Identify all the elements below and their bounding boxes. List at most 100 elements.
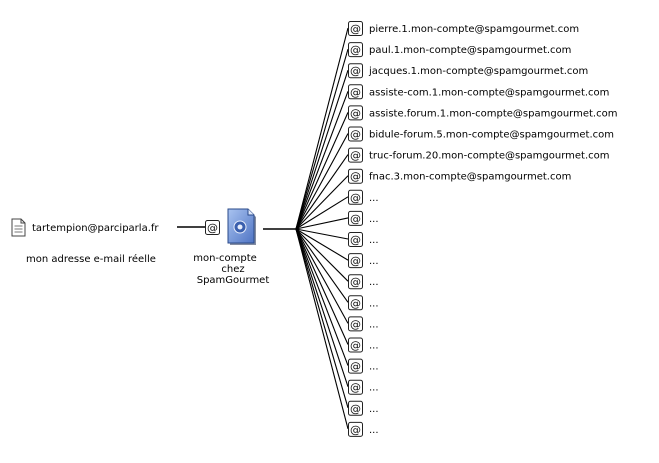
alias-address: pierre.1.mon-compte@spamgourmet.com: [369, 24, 579, 35]
svg-text:@: @: [350, 44, 361, 57]
account-caption-line-3: SpamGourmet: [197, 275, 270, 286]
svg-text:@: @: [350, 297, 361, 310]
alias-row: @ bidule-forum.5.mon-compte@spamgourmet.c…: [348, 126, 614, 142]
svg-text:@: @: [350, 402, 361, 415]
alias-row: @...: [348, 316, 379, 332]
at-sign-icon: @: [348, 316, 363, 332]
alias-row: @ assiste.forum.1.mon-compte@spamgourmet.…: [348, 105, 617, 121]
alias-list: @ pierre.1.mon-compte@spamgourmet.com @ pau…: [348, 21, 617, 437]
svg-text:@: @: [350, 128, 361, 141]
fan-line: [295, 228, 349, 430]
document-icon: [11, 218, 26, 237]
svg-text:@: @: [350, 191, 361, 204]
at-sign-icon: @: [348, 189, 363, 205]
fan-line: [295, 70, 349, 230]
svg-text:@: @: [350, 170, 361, 183]
alias-address: ...: [369, 277, 379, 288]
fan-line: [295, 228, 349, 408]
at-sign-icon: @: [348, 295, 363, 311]
at-sign-icon: @: [348, 21, 363, 36]
alias-row: @ fnac.3.mon-compte@spamgourmet.com: [348, 168, 571, 184]
alias-row: @ pierre.1.mon-compte@spamgourmet.com: [348, 21, 579, 36]
account-document-icon: [227, 208, 256, 245]
alias-address: ...: [369, 383, 379, 394]
fan-line: [295, 228, 349, 387]
real-email-address: tartempion@parciparla.fr: [32, 223, 159, 234]
fan-line: [295, 196, 349, 230]
alias-address: ...: [369, 362, 379, 373]
at-sign-icon: @: [348, 253, 363, 269]
at-sign-icon: @: [348, 42, 363, 58]
fan-line: [295, 133, 349, 230]
fan-line: [295, 228, 349, 261]
fan-line: [295, 48, 349, 230]
alias-address: bidule-forum.5.mon-compte@spamgourmet.co…: [369, 130, 614, 141]
real-address-node: tartempion@parciparla.fr mon adresse e-m…: [11, 218, 159, 265]
svg-text:@: @: [350, 276, 361, 289]
at-sign-icon: @: [348, 210, 363, 226]
at-sign-icon: @: [348, 337, 363, 353]
svg-text:@: @: [350, 65, 361, 78]
at-sign-icon: @: [205, 220, 220, 235]
alias-address: ...: [369, 256, 379, 267]
real-address-caption: mon adresse e-mail réelle: [26, 253, 156, 265]
fan-line: [295, 154, 349, 230]
alias-address: fnac.3.mon-compte@spamgourmet.com: [369, 172, 571, 183]
fan-line: [295, 228, 349, 282]
fan-line: [295, 91, 349, 230]
fan-line: [295, 27, 349, 230]
at-sign-icon: @: [348, 421, 363, 437]
svg-text:@: @: [350, 107, 361, 120]
alias-row: @ paul.1.mon-compte@spamgourmet.com: [348, 42, 571, 58]
fan-line: [295, 228, 349, 303]
at-sign-icon: @: [348, 400, 363, 416]
alias-row: @...: [348, 253, 379, 269]
fan-line: [295, 228, 349, 345]
alias-address: jacques.1.mon-compte@spamgourmet.com: [368, 66, 588, 77]
at-sign-icon: @: [348, 168, 363, 184]
at-sign-icon: @: [348, 358, 363, 374]
alias-row: @ jacques.1.mon-compte@spamgourmet.com: [348, 63, 588, 79]
fan-line: [295, 217, 349, 230]
svg-text:@: @: [350, 212, 361, 225]
at-sign-icon: @: [348, 274, 363, 290]
alias-address: ...: [369, 235, 379, 246]
fan-line: [295, 175, 349, 230]
alias-address: paul.1.mon-compte@spamgourmet.com: [369, 45, 571, 56]
fan-line: [295, 228, 349, 240]
account-caption-line-1: mon-compte: [193, 253, 257, 264]
svg-text:@: @: [350, 149, 361, 162]
alias-row: @assiste-com.1.mon-compte@spamgourmet.co…: [348, 84, 609, 100]
at-sign-icon: @: [348, 147, 363, 163]
alias-address: ...: [369, 319, 379, 330]
alias-address: ...: [369, 404, 379, 415]
alias-row: @...: [348, 358, 379, 374]
svg-text:@: @: [350, 86, 361, 99]
svg-text:@: @: [350, 360, 361, 373]
svg-text:@: @: [350, 23, 361, 36]
alias-row: @...: [348, 379, 379, 395]
svg-text:@: @: [350, 234, 361, 247]
svg-text:@: @: [350, 339, 361, 352]
alias-address: ...: [369, 214, 379, 225]
alias-row: @...: [348, 400, 379, 416]
alias-address: ...: [369, 298, 379, 309]
at-sign-icon: @: [348, 379, 363, 395]
alias-row: @...: [348, 295, 379, 311]
alias-row: @...: [348, 189, 379, 205]
at-sign-icon: @: [348, 232, 363, 247]
alias-address: ...: [369, 341, 379, 352]
at-sign-icon: @: [348, 84, 363, 100]
alias-address: ...: [369, 193, 379, 204]
alias-row: @ truc-forum.20.mon-compte@spamgourmet.co…: [348, 147, 610, 163]
at-sign-icon: @: [348, 63, 363, 79]
alias-address: truc-forum.20.mon-compte@spamgourmet.com: [369, 151, 610, 162]
account-caption-line-2: chez: [221, 264, 244, 275]
alias-row: @...: [348, 210, 379, 226]
alias-address: assiste.forum.1.mon-compte@spamgourmet.c…: [369, 108, 617, 119]
fan-line: [295, 228, 349, 324]
svg-text:@: @: [350, 255, 361, 268]
alias-address: ...: [369, 425, 379, 436]
alias-row: @...: [348, 421, 379, 437]
